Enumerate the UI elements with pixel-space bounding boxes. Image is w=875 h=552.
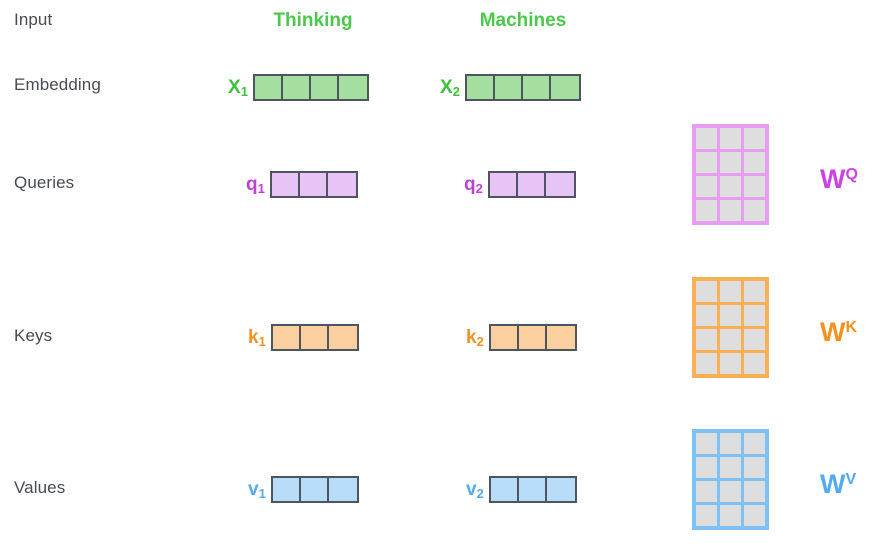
vector-label-v1: v1 [248, 478, 266, 501]
matrix-cell [696, 481, 717, 502]
weight-label-wv: WV [820, 469, 857, 499]
matrix-cell [744, 457, 765, 478]
vector-cell [490, 325, 519, 349]
vector-value-v2: v2 [466, 474, 577, 504]
row-label-embedding: Embedding [14, 75, 101, 94]
vector-cell [489, 172, 518, 196]
matrix-cell [696, 433, 717, 454]
matrix-cell [720, 353, 741, 374]
column-header-thinking: Thinking [273, 10, 353, 31]
vector-cells-q2 [487, 170, 576, 198]
vector-cells-v1 [270, 475, 359, 503]
matrix-cell [696, 152, 717, 173]
matrix-cell [720, 200, 741, 221]
row-label-keys: Keys [14, 326, 53, 345]
matrix-cell [720, 176, 741, 197]
matrix-cell [696, 281, 717, 302]
matrix-cell [696, 457, 717, 478]
matrix-cell [696, 329, 717, 350]
weight-label-wq: WQ [820, 164, 858, 194]
vector-key-k1: k1 [248, 322, 359, 352]
vector-cell [272, 477, 301, 501]
vector-cells-v2 [488, 475, 577, 503]
column-header-machines: Machines [479, 10, 567, 31]
matrix-cell [720, 128, 741, 149]
matrix-cell [720, 481, 741, 502]
vector-cells-k2 [488, 323, 577, 351]
vector-query-q2: q2 [464, 169, 576, 199]
vector-cell [545, 172, 574, 196]
vector-label-q2: q2 [464, 173, 483, 196]
vector-label-x2: X2 [440, 76, 460, 99]
matrix-cell [720, 152, 741, 173]
vector-cells-k1 [270, 323, 359, 351]
weight-matrix-wv [692, 429, 769, 530]
vector-label-v2: v2 [466, 478, 484, 501]
row-label-values: Values [14, 478, 66, 497]
vector-cells-q1 [269, 170, 358, 198]
matrix-cell [696, 176, 717, 197]
matrix-cell [744, 200, 765, 221]
vector-key-k2: k2 [466, 322, 577, 352]
matrix-cell [744, 281, 765, 302]
vector-label-q1: q1 [246, 173, 265, 196]
vector-label-k1: k1 [248, 326, 266, 349]
vector-label-k2: k2 [466, 326, 484, 349]
matrix-cell [696, 128, 717, 149]
vector-cell [282, 75, 311, 99]
vector-cell [517, 172, 546, 196]
vector-cell [518, 477, 547, 501]
vector-label-x1: X1 [228, 76, 248, 99]
vector-cell [546, 477, 575, 501]
row-label-input: Input [14, 10, 53, 29]
matrix-cell [744, 505, 765, 526]
matrix-cell [696, 200, 717, 221]
vector-cell [550, 75, 579, 99]
matrix-cell [720, 305, 741, 326]
matrix-cell [696, 353, 717, 374]
vector-cell [466, 75, 495, 99]
matrix-cell [744, 305, 765, 326]
matrix-cell [720, 433, 741, 454]
vector-cell [338, 75, 367, 99]
vector-cell [490, 477, 519, 501]
vector-cell [300, 477, 329, 501]
row-label-queries: Queries [14, 173, 75, 192]
vector-cell [522, 75, 551, 99]
matrix-cell [744, 433, 765, 454]
vector-embedding-x1: X1 [228, 72, 369, 102]
vector-cells-x2 [464, 73, 581, 101]
vector-cell [328, 477, 357, 501]
matrix-cell [696, 505, 717, 526]
matrix-cell [744, 176, 765, 197]
vector-cell [494, 75, 523, 99]
matrix-cell [744, 329, 765, 350]
vector-cell [299, 172, 328, 196]
matrix-cell [720, 457, 741, 478]
vector-cells-x1 [252, 73, 369, 101]
weight-matrix-wq [692, 124, 769, 225]
vector-cell [327, 172, 356, 196]
matrix-cell [720, 329, 741, 350]
vector-cell [271, 172, 300, 196]
vector-cell [328, 325, 357, 349]
matrix-cell [720, 281, 741, 302]
vector-cell [254, 75, 283, 99]
vector-cell [310, 75, 339, 99]
vector-value-v1: v1 [248, 474, 359, 504]
matrix-cell [744, 152, 765, 173]
vector-cell [272, 325, 301, 349]
matrix-cell [744, 353, 765, 374]
vector-cell [300, 325, 329, 349]
vector-cell [518, 325, 547, 349]
vector-embedding-x2: X2 [440, 72, 581, 102]
matrix-cell [696, 305, 717, 326]
matrix-cell [744, 128, 765, 149]
vector-cell [546, 325, 575, 349]
matrix-cell [744, 481, 765, 502]
weight-matrix-wk [692, 277, 769, 378]
weight-label-wk: WK [820, 317, 858, 347]
vector-query-q1: q1 [246, 169, 358, 199]
matrix-cell [720, 505, 741, 526]
